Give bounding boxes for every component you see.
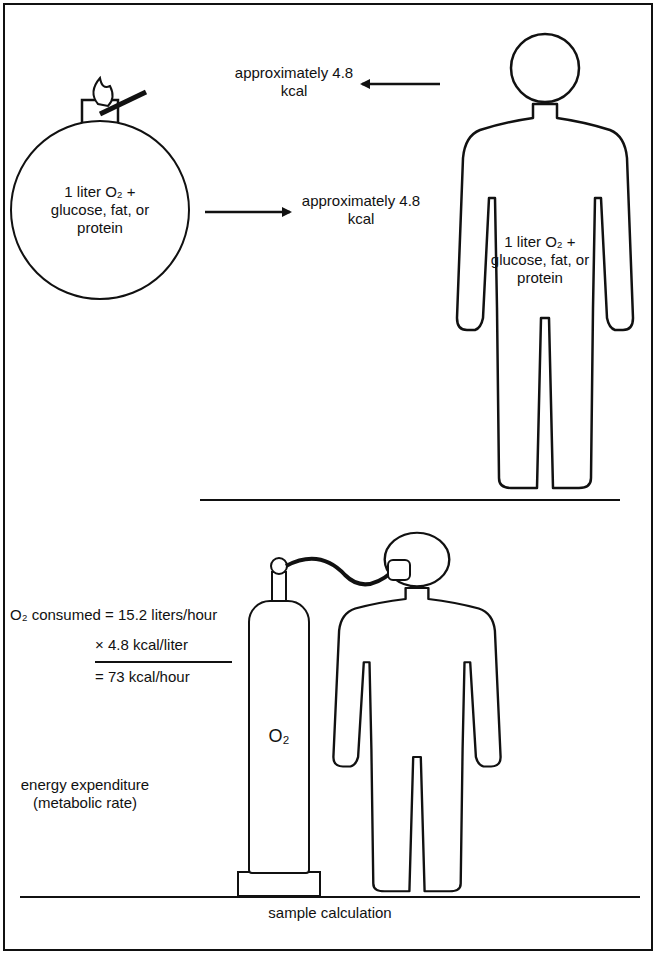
node-text: O₂ xyxy=(269,726,290,748)
calculation-result: = 73 kcal/hour xyxy=(95,668,235,686)
tank-valve xyxy=(271,558,287,574)
person-figure xyxy=(457,34,633,488)
breathing-tube xyxy=(286,559,392,585)
sum-rule xyxy=(95,661,232,663)
energy-label: approximately 4.8 kcal xyxy=(296,192,426,228)
calculation-line: O₂ consumed = 15.2 liters/hour xyxy=(10,606,244,624)
calculation-line: × 4.8 kcal/liter xyxy=(95,636,235,654)
energy-arrow xyxy=(362,83,440,86)
node-text: 1 liter O₂ + glucose, fat, or protein xyxy=(490,233,590,287)
tank-valve xyxy=(272,572,286,602)
tank-base xyxy=(238,872,320,896)
energy-label: approximately 4.8 kcal xyxy=(232,64,356,100)
separator-line xyxy=(200,499,620,501)
oxygen-tank: O₂ xyxy=(248,600,310,874)
metabolic-rate-label: energy expenditure (metabolic rate) xyxy=(20,776,150,812)
flask-circle: 1 liter O₂ + glucose, fat, or protein xyxy=(10,120,190,300)
body-region: 1 liter O₂ + glucose, fat, or protein xyxy=(490,190,590,330)
flame xyxy=(93,78,112,106)
caption-label: sample calculation xyxy=(200,904,460,922)
frame xyxy=(4,4,652,950)
person-figure xyxy=(333,533,500,892)
mask xyxy=(388,560,410,580)
base-line xyxy=(20,896,640,898)
node-text: 1 liter O₂ + glucose, fat, or protein xyxy=(45,183,155,237)
energy-arrow xyxy=(205,211,290,214)
